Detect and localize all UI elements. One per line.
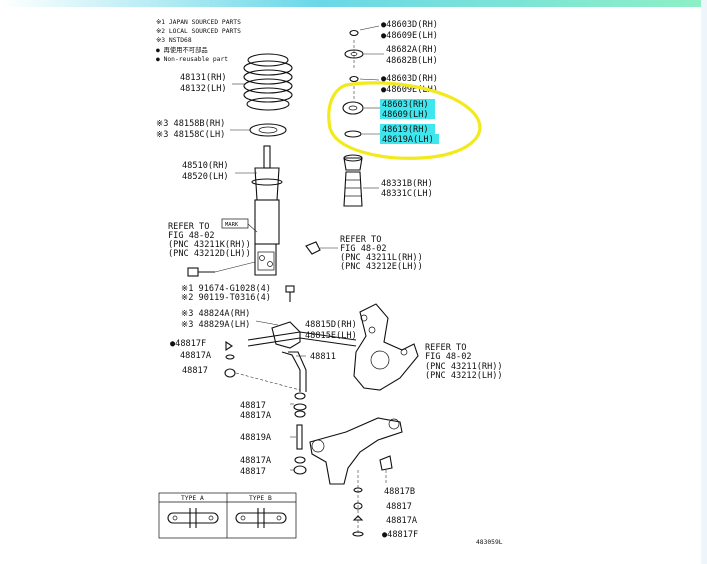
right-column-labels: ●48603D(RH) ●48609E(LH) 48682A(RH) 48682…: [381, 20, 438, 199]
refer-left-line1: REFER TO: [168, 222, 209, 232]
spring-insulator-drawing: [249, 123, 287, 137]
arm-hardware: [352, 487, 364, 537]
refer-right-line1: REFER TO: [425, 343, 466, 353]
stab-link-label: 48811: [310, 352, 336, 362]
legend-line-1: ※1 JAPAN SOURCED PARTS: [156, 19, 241, 26]
highlight-48619: [380, 124, 435, 134]
strut-rh: 48510(RH): [182, 161, 229, 171]
refer-left-line2: FIG 48-02: [168, 231, 215, 241]
highlight-48603: [380, 99, 435, 109]
type-b-label: TYPE B: [249, 495, 272, 502]
legend-line-5: ● Non-reusable part: [156, 56, 228, 63]
right-r2a: 48682A(RH): [386, 45, 438, 55]
lower-3: 48819A: [240, 433, 272, 443]
refer-mid-line2: FIG 48-02: [340, 244, 387, 254]
right-column-drawings: [342, 29, 364, 207]
right-r2b: 48682B(LH): [386, 56, 438, 66]
spring-label: 48131(RH) 48132(LH): [180, 73, 245, 94]
refer-left: REFER TO FIG 48-02 (PNC 43211K(RH)) (PNC…: [168, 222, 251, 259]
shock-absorber-drawing: [251, 145, 283, 276]
refer-left-line4: (PNC 43212D(LH)): [168, 249, 251, 259]
lower-link-drawing: [290, 392, 307, 475]
strut-bolt-drawing: [187, 261, 256, 277]
right-r5b: 48619A(LH): [382, 135, 434, 145]
strut-lh: 48520(LH): [182, 172, 229, 182]
right-r3a: ●48603D(RH): [381, 74, 438, 84]
right-r1b: ●48609E(LH): [381, 31, 438, 41]
type-table: TYPE A TYPE B: [158, 492, 297, 539]
arm-part-3: 48817A: [386, 516, 418, 526]
legend-line-2: ※2 LOCAL SOURCED PARTS: [156, 28, 241, 35]
lower-2: 48817A: [240, 411, 272, 421]
refer-mid-line3: (PNC 43211L(RH)): [340, 253, 423, 263]
lower-1: 48817: [240, 401, 266, 411]
lower-5: 48817: [240, 467, 266, 477]
legend: ※1 JAPAN SOURCED PARTS ※2 LOCAL SOURCED …: [156, 19, 241, 63]
refer-mid-line4: (PNC 43212E(LH)): [340, 262, 423, 272]
coil-spring-drawing: [243, 53, 293, 111]
stab-bracket-lh: 48815E(LH): [305, 331, 357, 341]
lower-arm-drawing: [309, 417, 403, 534]
link-top-hardware: [224, 340, 301, 391]
annotation-circle: [327, 81, 482, 160]
legend-line-4: ● 再使用不可部品: [156, 45, 208, 54]
knuckle-bolt-drawing: [285, 285, 295, 302]
top-accent-bar: [0, 0, 707, 7]
right-r4a: 48603(RH): [382, 100, 429, 110]
spring-rh: 48131(RH): [180, 73, 227, 83]
stabilizer-bar-drawing: [247, 321, 357, 392]
right-r6b: 48331C(LH): [381, 189, 433, 199]
mark-callout: MARK: [221, 218, 258, 233]
type-a-label: TYPE A: [181, 495, 204, 502]
link-washer: 48817A: [180, 351, 212, 361]
link-nut: 48817: [182, 366, 208, 376]
insulator-lh: ※3 48158C(LH): [156, 130, 225, 140]
arm-part-4: ●48817F: [382, 530, 418, 540]
spring-lh: 48132(LH): [180, 84, 227, 94]
tie-rod-end-drawing: [305, 241, 338, 255]
lower-link-labels: 48817 48817A 48819A 48817A 48817: [240, 401, 272, 477]
refer-mid: REFER TO FIG 48-02 (PNC 43211L(RH)) (PNC…: [340, 235, 423, 272]
insulator-rh: ※3 48158B(RH): [156, 119, 225, 129]
highlight-48619A: [380, 134, 439, 144]
right-r3b: ●48609E(LH): [381, 85, 438, 95]
right-r1a: ●48603D(RH): [381, 20, 438, 30]
refer-right-line2: FIG 48-02: [425, 352, 472, 362]
mark-label: MARK: [225, 222, 239, 228]
right-r4b: 48609(LH): [382, 110, 429, 120]
bushing-lh: ※3 48829A(LH): [181, 320, 250, 330]
highlight-48609: [380, 109, 435, 119]
right-r6a: 48331B(RH): [381, 179, 433, 189]
right-r5a: 48619(RH): [382, 125, 429, 135]
refer-right-line4: (PNC 43212(LH)): [425, 371, 503, 381]
steering-knuckle-drawing: [353, 303, 419, 391]
refer-right-line3: (PNC 43211(RH)): [425, 362, 503, 372]
arm-part-1: 48817B: [384, 487, 415, 497]
refer-mid-line1: REFER TO: [340, 235, 381, 245]
bolt-1: ※1 91674-G1028(4): [181, 284, 271, 294]
lower-4: 48817A: [240, 456, 272, 466]
right-column-leaders: [359, 25, 384, 189]
stab-bracket-rh: 48815D(RH): [305, 320, 357, 330]
right-edge-strip: [701, 0, 707, 564]
refer-left-line3: (PNC 43211K(RH)): [168, 240, 251, 250]
legend-line-3: ※3 NSTD68: [156, 37, 192, 44]
arm-part-2: 48817: [386, 502, 412, 512]
link-nut-f: ●48817F: [170, 339, 206, 349]
figure-code: 483059L: [476, 539, 503, 546]
bushing-rh: ※3 48824A(RH): [181, 309, 250, 319]
bolt-2: ※2 90119-T0316(4): [181, 293, 271, 303]
refer-right: REFER TO FIG 48-02 (PNC 43211(RH)) (PNC …: [425, 343, 503, 381]
